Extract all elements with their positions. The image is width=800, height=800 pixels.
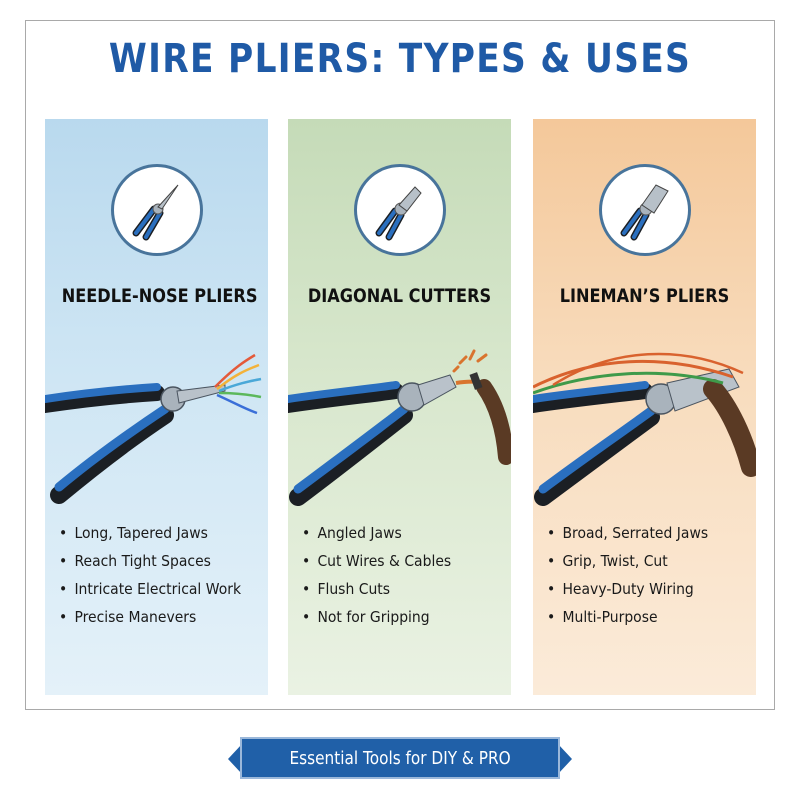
list-item: Cut Wires & Cables bbox=[302, 547, 451, 575]
diagonal-cutters-icon bbox=[354, 164, 446, 256]
list-item: Precise Manevers bbox=[59, 603, 241, 631]
panel-title: LINEMAN’S PLIERS bbox=[559, 285, 730, 307]
feature-list: Angled Jaws Cut Wires & Cables Flush Cut… bbox=[302, 519, 468, 631]
panel-title: DIAGONAL CUTTERS bbox=[307, 285, 492, 307]
list-item: Broad, Serrated Jaws bbox=[547, 519, 708, 547]
panel-needle-nose: NEEDLE-NOSE PLIERS Long, Tapered Jaws Re… bbox=[45, 119, 268, 695]
linemans-pliers-illustration bbox=[533, 352, 756, 506]
diagonal-cutters-illustration bbox=[288, 349, 511, 506]
needle-nose-illustration bbox=[45, 353, 262, 504]
banner-ribbon-right bbox=[558, 744, 572, 774]
feature-list: Broad, Serrated Jaws Grip, Twist, Cut He… bbox=[547, 519, 726, 631]
list-item: Heavy-Duty Wiring bbox=[547, 575, 708, 603]
list-item: Intricate Electrical Work bbox=[59, 575, 241, 603]
list-item: Multi-Purpose bbox=[547, 603, 708, 631]
panel-diagonal-cutters: DIAGONAL CUTTERS Angled Jaws Cut Wires &… bbox=[288, 119, 511, 695]
list-item: Reach Tight Spaces bbox=[59, 547, 241, 575]
list-item: Grip, Twist, Cut bbox=[547, 547, 708, 575]
list-item: Flush Cuts bbox=[302, 575, 451, 603]
banner-text: Essential Tools for DIY & PRO bbox=[289, 747, 511, 769]
panel-title: NEEDLE-NOSE PLIERS bbox=[61, 285, 258, 307]
linemans-pliers-icon bbox=[599, 164, 691, 256]
list-item: Long, Tapered Jaws bbox=[59, 519, 241, 547]
list-item: Angled Jaws bbox=[302, 519, 451, 547]
panel-linemans-pliers: LINEMAN’S PLIERS Broad, Serrated Jaws Gr… bbox=[533, 119, 756, 695]
banner-ribbon-left bbox=[228, 744, 242, 774]
footer-banner: Essential Tools for DIY & PRO bbox=[240, 737, 560, 779]
list-item: Not for Gripping bbox=[302, 603, 451, 631]
needle-nose-pliers-icon bbox=[111, 164, 203, 256]
page-title: WIRE PLIERS: TYPES & USES bbox=[108, 36, 692, 82]
feature-list: Long, Tapered Jaws Reach Tight Spaces In… bbox=[59, 519, 261, 631]
